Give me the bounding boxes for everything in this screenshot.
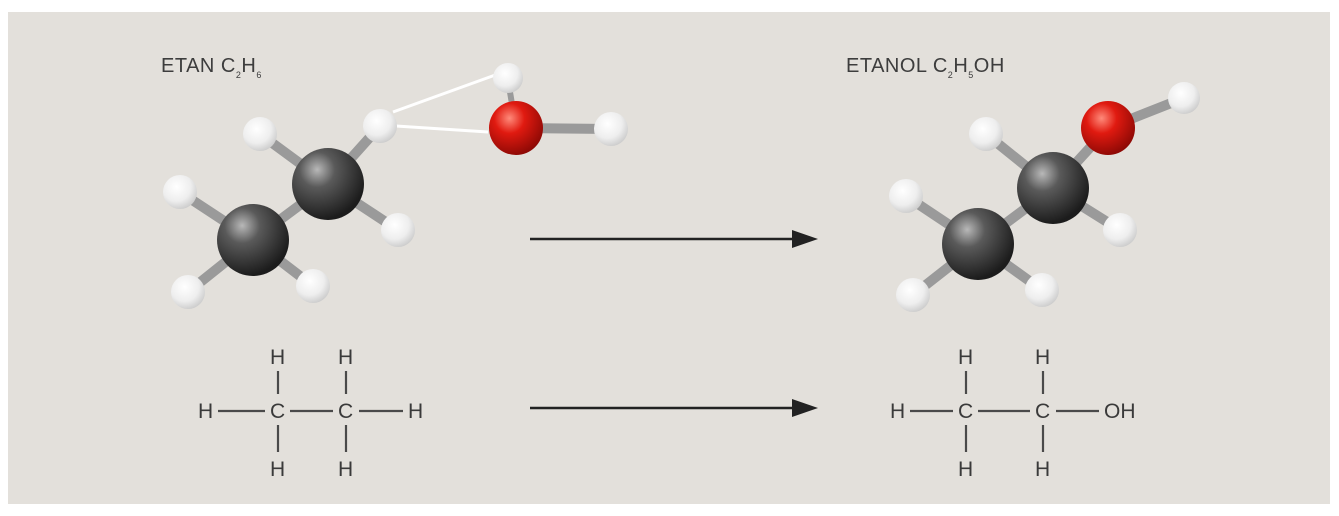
ethanol-title: ETANOL C2H5OH bbox=[846, 55, 1005, 80]
hydrogen-atom bbox=[163, 175, 197, 209]
hydrogen-atom bbox=[896, 278, 930, 312]
atom-h: H bbox=[958, 346, 973, 369]
atom-h: H bbox=[890, 400, 905, 423]
atom-h: H bbox=[198, 400, 213, 423]
atom-oh: OH bbox=[1104, 400, 1136, 423]
reaction-line bbox=[395, 124, 489, 134]
diagram-canvas: ETAN C2H6 ETANOL C2H5OH bbox=[161, 55, 1200, 481]
atom-c: C bbox=[338, 400, 353, 423]
atom-h: H bbox=[1035, 346, 1050, 369]
atom-h: H bbox=[1035, 458, 1050, 481]
ethanol-structural-formula: H H H C C OH H H bbox=[890, 346, 1136, 481]
reaction-diagram: ETAN C2H6 ETANOL C2H5OH bbox=[8, 12, 1330, 504]
hydrogen-atom bbox=[381, 213, 415, 247]
ethane-title: ETAN C2H6 bbox=[161, 55, 262, 80]
oxygen-atom bbox=[1081, 101, 1135, 155]
hydrogen-atom bbox=[594, 112, 628, 146]
carbon-atom bbox=[1017, 152, 1089, 224]
reaction-line bbox=[392, 72, 499, 114]
atom-h: H bbox=[958, 458, 973, 481]
ethane-structural-formula: H H H C C H H H bbox=[198, 346, 423, 481]
hydrogen-atom bbox=[296, 269, 330, 303]
arrow-top bbox=[530, 230, 818, 248]
arrow-bottom bbox=[530, 399, 818, 417]
ethane-3d-model bbox=[163, 63, 628, 309]
ethanol-3d-model bbox=[889, 82, 1200, 312]
carbon-atom bbox=[217, 204, 289, 276]
hydrogen-atom bbox=[969, 117, 1003, 151]
hydrogen-atom bbox=[1103, 213, 1137, 247]
atom-c: C bbox=[958, 400, 973, 423]
hydrogen-atom bbox=[1025, 273, 1059, 307]
atom-h: H bbox=[270, 458, 285, 481]
hydrogen-atom bbox=[889, 179, 923, 213]
hydrogen-atom bbox=[493, 63, 523, 93]
hydrogen-atom bbox=[363, 109, 397, 143]
hydrogen-atom bbox=[243, 117, 277, 151]
oxygen-atom bbox=[489, 101, 543, 155]
atom-h: H bbox=[338, 346, 353, 369]
carbon-atom bbox=[292, 148, 364, 220]
atom-c: C bbox=[1035, 400, 1050, 423]
atom-c: C bbox=[270, 400, 285, 423]
carbon-atom bbox=[942, 208, 1014, 280]
atom-h: H bbox=[338, 458, 353, 481]
atom-h: H bbox=[270, 346, 285, 369]
atom-h: H bbox=[408, 400, 423, 423]
hydrogen-atom bbox=[171, 275, 205, 309]
hydrogen-atom bbox=[1168, 82, 1200, 114]
